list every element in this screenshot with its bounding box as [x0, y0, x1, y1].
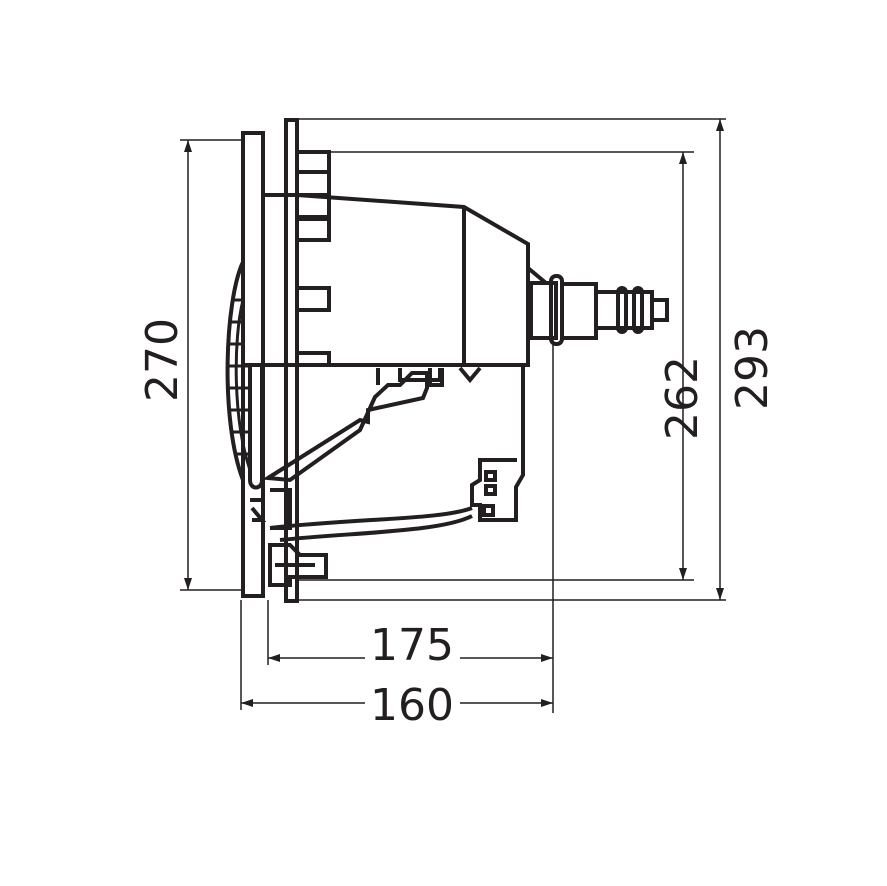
bracket	[268, 543, 328, 587]
dim-label-160: 160	[370, 680, 454, 731]
lens-dome	[225, 261, 245, 481]
dim-label-175: 175	[370, 620, 454, 671]
lamp-body	[225, 118, 669, 603]
dim-label-293: 293	[727, 326, 778, 410]
upper-housing	[241, 193, 530, 367]
dim-label-262: 262	[657, 356, 708, 440]
dim-label-270: 270	[137, 318, 188, 402]
dimension-labels: 270 262 293 175 160	[137, 318, 778, 731]
dimension-lines	[180, 118, 726, 713]
lens-rim	[248, 363, 264, 490]
